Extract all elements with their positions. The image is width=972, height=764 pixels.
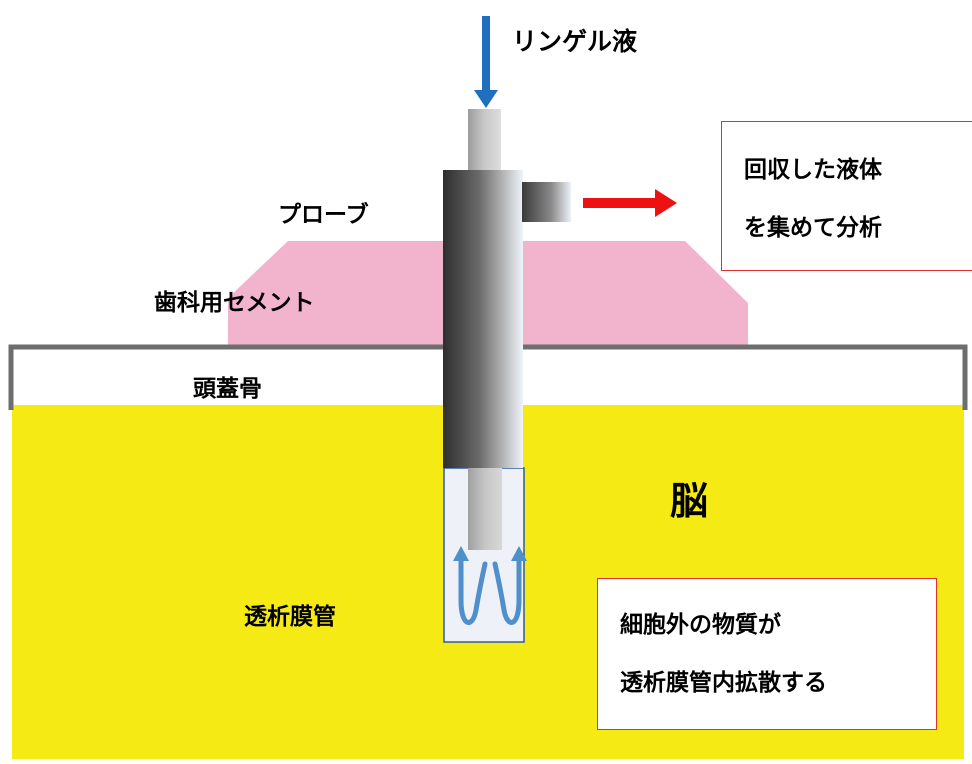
skull-label: 頭蓋骨	[193, 376, 262, 402]
outflow-arrow	[583, 189, 677, 217]
outflow-info-line2: を集めて分析	[744, 215, 882, 241]
diffusion-info-line2: 透析膜管内拡散する	[620, 670, 827, 696]
diffusion-info-line1: 細胞外の物質が	[620, 612, 781, 638]
probe-inlet	[468, 109, 501, 171]
outflow-info-box: 回収した液体 を集めて分析	[721, 121, 972, 271]
probe-outlet	[522, 182, 571, 222]
inner-tube	[468, 468, 502, 550]
flow-arrowheads	[453, 546, 527, 561]
probe-label: プローブ	[278, 202, 369, 228]
probe-shaft	[443, 170, 523, 468]
diffusion-info-box: 細胞外の物質が 透析膜管内拡散する	[597, 578, 937, 730]
brain-label: 脳	[670, 479, 709, 523]
dialysis-tube-label: 透析膜管	[244, 604, 336, 630]
outflow-info-line1: 回収した液体	[744, 157, 882, 183]
diffusion-flow-loops	[458, 553, 522, 625]
dental-cement-label: 歯科用セメント	[154, 290, 315, 316]
inflow-arrow	[474, 16, 498, 108]
ringer-solution-label: リンゲル液	[512, 27, 638, 56]
